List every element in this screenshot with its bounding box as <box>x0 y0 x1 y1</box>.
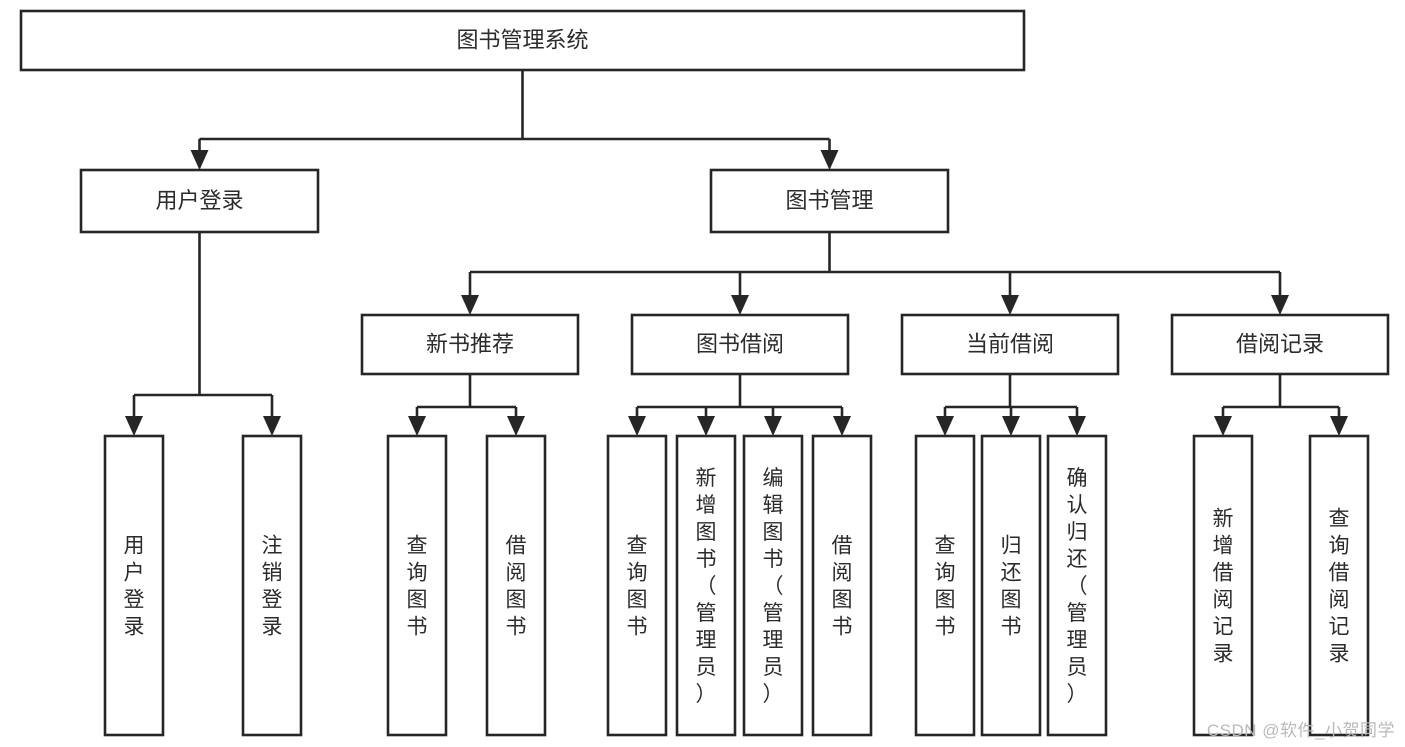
node-box[interactable] <box>1308 434 1370 737</box>
node-box[interactable] <box>675 434 737 737</box>
node-label-vertical: 注销登录 <box>262 535 283 639</box>
node-label: 借阅记录 <box>1236 331 1324 356</box>
arrow-head-icon <box>1214 416 1232 436</box>
node-box[interactable] <box>103 434 165 737</box>
node-leaf-query-book-1[interactable]: 查询图书 <box>386 434 448 737</box>
node-label-vertical: 查询图书 <box>627 535 648 639</box>
node-label: 图书借阅 <box>696 331 784 356</box>
node-box[interactable] <box>811 434 873 737</box>
arrow-head-icon <box>507 416 525 436</box>
arrow-head-icon <box>125 416 143 436</box>
node-box[interactable] <box>606 434 668 737</box>
node-box[interactable] <box>79 168 320 234</box>
arrow-head-icon <box>820 150 839 170</box>
node-box[interactable] <box>1046 434 1108 737</box>
node-label: 图书管理系统 <box>456 27 588 52</box>
node-label: 当前借阅 <box>966 331 1054 356</box>
node-box[interactable] <box>485 434 547 737</box>
arrow-head-icon <box>1068 416 1086 436</box>
node-leaf-user-logout[interactable]: 注销登录 <box>241 434 303 737</box>
arrow-head-icon <box>1330 416 1348 436</box>
node-book-borrow[interactable]: 图书借阅 <box>630 313 850 376</box>
arrow-head-icon <box>190 150 209 170</box>
arrow-head-icon <box>1002 416 1020 436</box>
node-box[interactable] <box>630 313 850 376</box>
node-leaf-add-book[interactable]: 新增图书（管理员） <box>675 434 737 737</box>
node-label: 图书管理 <box>785 188 873 213</box>
node-box[interactable] <box>360 313 580 376</box>
node-leaf-edit-book[interactable]: 编辑图书（管理员） <box>742 434 804 737</box>
node-label-vertical: 查询借阅记录 <box>1329 508 1350 666</box>
arrow-head-icon <box>408 416 426 436</box>
node-user-login[interactable]: 用户登录 <box>79 168 320 234</box>
node-leaf-return-book[interactable]: 归还图书 <box>980 434 1042 737</box>
node-current-borrow[interactable]: 当前借阅 <box>900 313 1120 376</box>
node-box[interactable] <box>709 168 950 234</box>
arrow-head-icon <box>263 416 281 436</box>
node-box[interactable] <box>980 434 1042 737</box>
arrow-head-icon <box>936 416 954 436</box>
node-box[interactable] <box>386 434 448 737</box>
node-label-vertical: 用户登录 <box>124 535 145 639</box>
node-leaf-query-record[interactable]: 查询借阅记录 <box>1308 434 1370 737</box>
arrow-head-icon <box>1001 295 1019 315</box>
node-root[interactable]: 图书管理系统 <box>19 9 1026 72</box>
node-box[interactable] <box>19 9 1026 72</box>
node-leaf-user-login[interactable]: 用户登录 <box>103 434 165 737</box>
node-label-vertical: 新增借阅记录 <box>1213 508 1234 666</box>
arrow-head-icon <box>764 416 782 436</box>
arrow-head-icon <box>697 416 715 436</box>
node-label-vertical: 借阅图书 <box>832 535 853 639</box>
node-label-vertical: 借阅图书 <box>506 535 527 639</box>
node-label-vertical: 归还图书 <box>1001 535 1022 639</box>
node-leaf-confirm-return[interactable]: 确认归还（管理员） <box>1046 434 1108 737</box>
node-leaf-borrow-book-2[interactable]: 借阅图书 <box>811 434 873 737</box>
node-box[interactable] <box>1192 434 1254 737</box>
arrow-head-icon <box>731 295 749 315</box>
node-label-vertical: 查询图书 <box>407 535 428 639</box>
node-new-book-recommend[interactable]: 新书推荐 <box>360 313 580 376</box>
node-leaf-borrow-book-1[interactable]: 借阅图书 <box>485 434 547 737</box>
node-label-vertical: 新增图书（管理员） <box>696 467 717 706</box>
connector-layer <box>125 70 1348 436</box>
node-layer: 图书管理系统用户登录图书管理新书推荐图书借阅当前借阅借阅记录用户登录注销登录查询… <box>19 9 1390 737</box>
node-box[interactable] <box>900 313 1120 376</box>
node-label: 用户登录 <box>155 188 243 213</box>
node-label-vertical: 查询图书 <box>935 535 956 639</box>
node-label-vertical: 编辑图书（管理员） <box>763 467 784 706</box>
node-borrow-record[interactable]: 借阅记录 <box>1170 313 1390 376</box>
arrow-head-icon <box>628 416 646 436</box>
node-label-vertical: 确认归还（管理员） <box>1067 467 1088 706</box>
arrow-head-icon <box>1271 295 1289 315</box>
arrow-head-icon <box>461 295 479 315</box>
node-box[interactable] <box>914 434 976 737</box>
node-leaf-query-book-3[interactable]: 查询图书 <box>914 434 976 737</box>
node-box[interactable] <box>1170 313 1390 376</box>
node-label: 新书推荐 <box>426 331 514 356</box>
node-leaf-add-record[interactable]: 新增借阅记录 <box>1192 434 1254 737</box>
arrow-head-icon <box>833 416 851 436</box>
node-box[interactable] <box>742 434 804 737</box>
node-leaf-query-book-2[interactable]: 查询图书 <box>606 434 668 737</box>
node-box[interactable] <box>241 434 303 737</box>
node-book-manage[interactable]: 图书管理 <box>709 168 950 234</box>
